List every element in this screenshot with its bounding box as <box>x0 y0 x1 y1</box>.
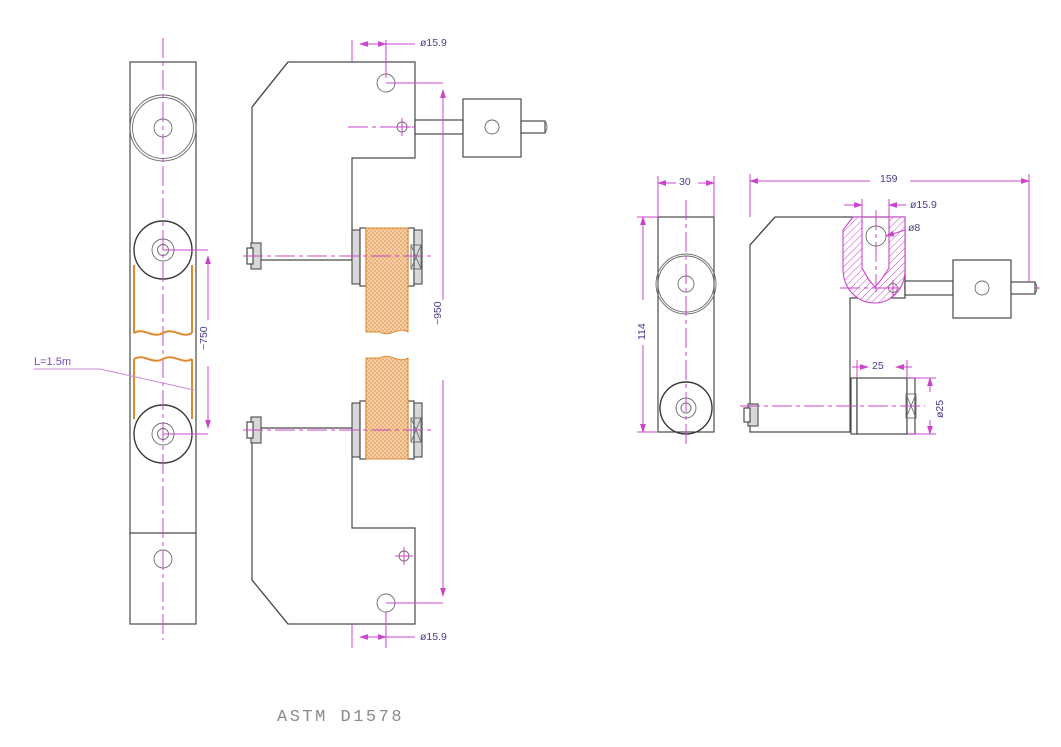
dim-label-side-height: 114 <box>636 323 648 340</box>
dim-label-top-pin-dia: ø15.9 <box>420 37 447 49</box>
dim-label-specimen-length: L=1.5m <box>34 356 71 368</box>
dim-label-gauge-span: ~750 <box>198 326 210 350</box>
right-detail-side-view <box>637 176 717 445</box>
dim-label-side-width: 30 <box>679 176 691 188</box>
dim-label-roller-width: 25 <box>872 360 884 372</box>
dim-label-bottom-pin-dia: ø15.9 <box>420 631 447 643</box>
dim-label-bore-dia: ø15.9 <box>910 199 937 211</box>
dim-label-overall-length: 159 <box>880 173 898 185</box>
left-dimensions <box>34 40 446 648</box>
drawing-title-caption: ASTM D1578 <box>277 708 405 727</box>
left-side-view <box>129 38 197 640</box>
dim-label-overall-span: ~950 <box>432 301 444 325</box>
right-detail-section-view <box>740 174 1040 435</box>
dim-label-pin-dia: ø8 <box>908 222 921 234</box>
left-front-view <box>243 61 548 625</box>
dim-label-roller-dia: ø25 <box>934 399 946 418</box>
